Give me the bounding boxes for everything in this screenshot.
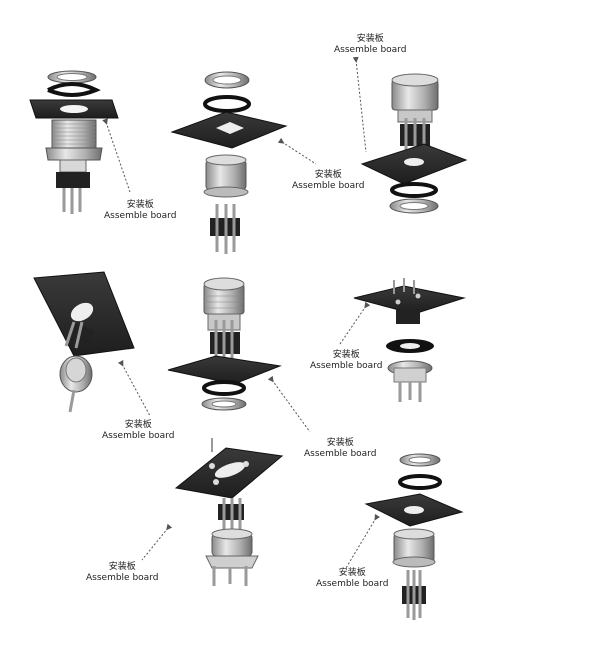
pins <box>62 188 82 214</box>
snap-ring <box>203 95 251 113</box>
label-cn: 安装板 <box>126 200 154 210</box>
label-en: Assemble board <box>304 449 377 459</box>
label-assemble-board: 安装板 Assemble board <box>292 170 364 192</box>
leader-line <box>141 523 173 561</box>
snap-ring <box>202 380 246 396</box>
figure-1 <box>29 70 131 214</box>
figure-6 <box>339 278 466 402</box>
flange <box>45 147 103 161</box>
top-fragment <box>0 0 140 6</box>
label-assemble-board: 安装板 Assemble board <box>304 438 376 460</box>
label-cn: 安装板 <box>108 562 136 572</box>
pins <box>406 570 422 620</box>
leader-line <box>102 118 131 193</box>
leader-line <box>345 513 381 569</box>
label-cn: 安装板 <box>326 438 354 448</box>
pins <box>222 498 242 534</box>
label-cn: 安装板 <box>332 350 360 360</box>
label-en: Assemble board <box>104 211 177 221</box>
leader-line <box>267 375 311 433</box>
label-assemble-board: 安装板 Assemble board <box>310 350 382 372</box>
label-cn: 安装板 <box>338 568 366 578</box>
label-cn: 安装板 <box>356 34 384 44</box>
figure-4 <box>33 271 151 417</box>
label-en: Assemble board <box>310 361 383 371</box>
label-assemble-board: 安装板 Assemble board <box>86 562 158 584</box>
mounting-board <box>353 285 466 315</box>
snap-ring <box>47 82 101 97</box>
figure-8 <box>345 453 464 620</box>
figure-3 <box>352 56 468 214</box>
leader-line <box>277 137 317 165</box>
snap-ring <box>398 474 442 490</box>
label-en: Assemble board <box>86 573 159 583</box>
insulator <box>56 172 90 188</box>
pins <box>215 204 236 254</box>
label-assemble-board: 安装板 Assemble board <box>316 568 388 590</box>
pins <box>214 320 234 364</box>
label-assemble-board: 安装板 Assemble board <box>104 200 176 222</box>
label-assemble-board: 安装板 Assemble board <box>102 420 174 442</box>
insulator <box>67 322 95 346</box>
figure-7 <box>141 438 284 586</box>
figure-2 <box>170 71 317 254</box>
label-cn: 安装板 <box>314 170 342 180</box>
mounting-board <box>167 355 282 385</box>
insulator <box>396 310 420 324</box>
leader-line <box>117 359 151 417</box>
pins <box>398 382 422 402</box>
label-en: Assemble board <box>316 579 389 589</box>
label-assemble-board: 安装板 Assemble board <box>334 34 406 56</box>
label-en: Assemble board <box>292 181 365 191</box>
label-en: Assemble board <box>334 45 407 55</box>
snap-ring <box>390 182 438 198</box>
label-cn: 安装板 <box>124 420 152 430</box>
label-en: Assemble board <box>102 431 175 441</box>
leader-line <box>352 56 367 153</box>
figure-5 <box>167 277 311 433</box>
leader-line <box>339 301 371 345</box>
pins <box>64 321 84 349</box>
